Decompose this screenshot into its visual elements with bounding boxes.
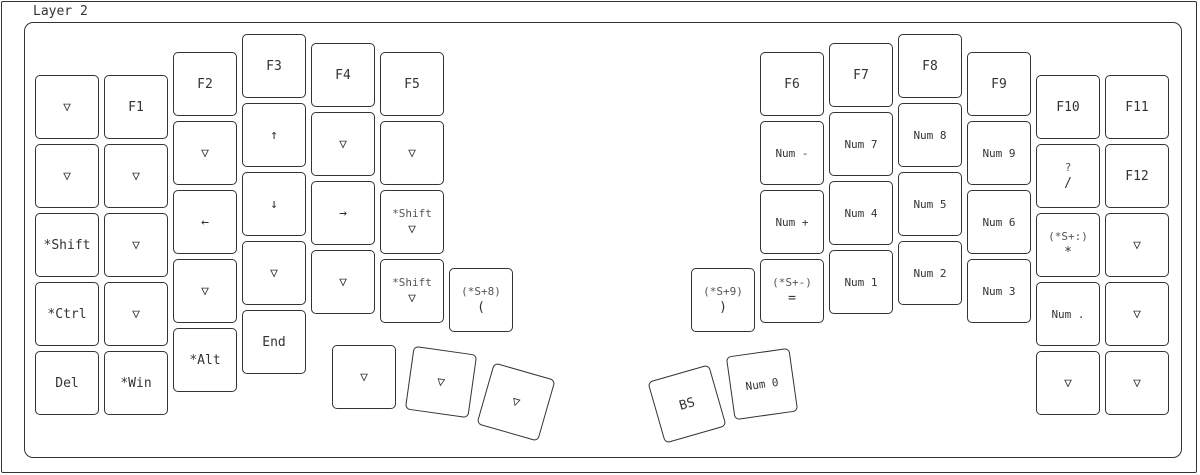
key-l-c2-r1: ▽ [173,121,237,185]
key-l-c1-r2: ▽ [104,213,168,277]
key-r-c0-r0: F6 [760,52,824,116]
key-l-c3-r1: ↑ [242,103,306,167]
key-r-c4-r2: (*S+:)* [1036,213,1100,277]
key-r-inner: (*S+9)) [691,268,755,332]
key-l-c4-r0: F4 [311,43,375,107]
key-r-c4-r0: F10 [1036,75,1100,139]
key-l-c4-r2: → [311,181,375,245]
key-r-c4-r4: ▽ [1036,351,1100,415]
key-r-c3-r3: Num 3 [967,259,1031,323]
key-r-c2-r2: Num 5 [898,172,962,236]
key-l-c5-r1: ▽ [380,121,444,185]
key-r-c5-r4: ▽ [1105,351,1169,415]
key-l-c5-r3: *Shift▽ [380,259,444,323]
key-l-c3-r4: End [242,310,306,374]
layer-title: Layer 2 [33,4,88,19]
key-l-c0-r0: ▽ [35,75,99,139]
key-r-c0-r1: Num - [760,121,824,185]
key-r-c1-r1: Num 7 [829,112,893,176]
key-l-c3-r0: F3 [242,34,306,98]
key-r-c3-r0: F9 [967,52,1031,116]
key-r-c5-r3: ▽ [1105,282,1169,346]
key-l-c0-r1: ▽ [35,144,99,208]
key-l-c1-r3: ▽ [104,282,168,346]
key-l-c4-r3: ▽ [311,250,375,314]
key-r-c5-r2: ▽ [1105,213,1169,277]
key-r-c2-r1: Num 8 [898,103,962,167]
key-r-thumb-1: Num 0 [725,347,799,421]
key-l-c2-r0: F2 [173,52,237,116]
key-l-c5-r2: *Shift▽ [380,190,444,254]
key-r-c2-r3: Num 2 [898,241,962,305]
key-r-c1-r0: F7 [829,43,893,107]
key-l-c5-r0: F5 [380,52,444,116]
key-r-c0-r3: (*S+-)= [760,259,824,323]
key-l-c3-r3: ▽ [242,241,306,305]
key-l-c2-r3: ▽ [173,259,237,323]
key-r-c5-r1: F12 [1105,144,1169,208]
key-l-c2-r2: ← [173,190,237,254]
key-l-thumb-1: ▽ [404,345,478,419]
key-r-c3-r2: Num 6 [967,190,1031,254]
key-l-c2-r4: *Alt [173,328,237,392]
key-r-c5-r0: F11 [1105,75,1169,139]
key-l-c0-r3: *Ctrl [35,282,99,346]
key-l-c0-r4: Del [35,351,99,415]
key-l-c4-r1: ▽ [311,112,375,176]
key-l-c1-r1: ▽ [104,144,168,208]
key-l-c1-r4: *Win [104,351,168,415]
key-r-c4-r1: ?/ [1036,144,1100,208]
key-r-c3-r1: Num 9 [967,121,1031,185]
key-r-c4-r3: Num . [1036,282,1100,346]
key-l-c3-r2: ↓ [242,172,306,236]
key-l-inner: (*S+8)( [449,268,513,332]
key-r-c1-r3: Num 1 [829,250,893,314]
key-r-c2-r0: F8 [898,34,962,98]
keyboard-outline [24,22,1182,458]
key-r-c0-r2: Num + [760,190,824,254]
key-l-c1-r0: F1 [104,75,168,139]
key-r-c1-r2: Num 4 [829,181,893,245]
key-l-c0-r2: *Shift [35,213,99,277]
key-l-thumb-0: ▽ [332,345,396,409]
